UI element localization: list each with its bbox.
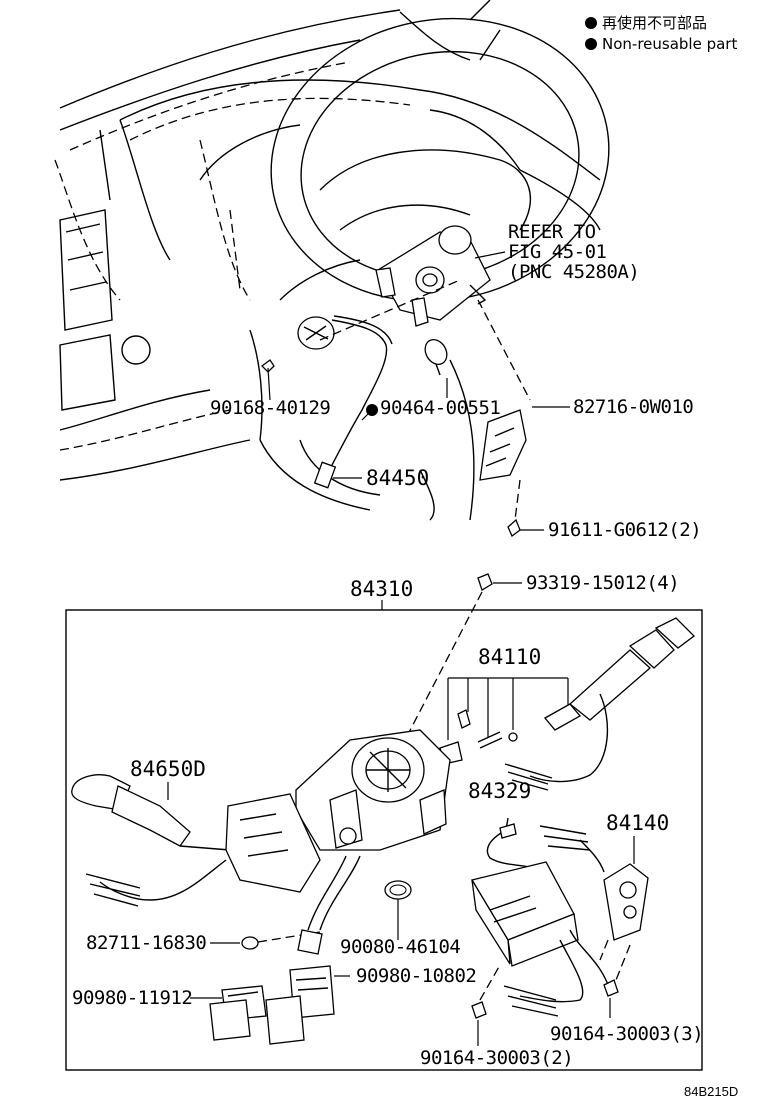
screw-90164-30003-2 (471, 1001, 487, 1046)
diagram-code: 84B215D (684, 1084, 738, 1099)
callout-90164-30003-3: 90164-30003(3) (550, 1023, 703, 1045)
connector-90980-10802 (265, 965, 350, 1045)
assembly-frame-84310 (65, 609, 703, 1071)
reference-note-line1: REFER TO (508, 221, 596, 243)
screw-90168-40129 (261, 359, 275, 373)
ignition-switch-assembly (375, 225, 491, 327)
callout-90080-46104: 90080-46104 (340, 936, 460, 958)
callout-84450: 84450 (366, 466, 429, 490)
connector-90980-11912 (190, 985, 267, 1041)
combination-switch-body (295, 729, 451, 851)
callout-90464-00551: 90464-00551 (380, 397, 500, 419)
light-control-switch-84140 (539, 825, 649, 941)
legend-label-japanese: 再使用不可部品 (602, 14, 707, 32)
clamp-90464-00551 (424, 339, 448, 376)
reference-note-line3: (PNC 45280A) (508, 261, 639, 283)
unlock-warning-switch-84450 (297, 315, 393, 489)
clamp-90080-46104 (384, 880, 412, 940)
callout-90168-40129: 90168-40129 (210, 397, 330, 419)
callout-82711-16830: 82711-16830 (86, 932, 206, 954)
non-reusable-dot-icon (366, 404, 378, 416)
reference-note-line2: FIG 45-01 (508, 241, 607, 263)
bracket-82716-0W010 (479, 409, 527, 481)
black-dot-icon (585, 38, 597, 50)
legend: 再使用不可部品 Non-reusable part (585, 14, 737, 53)
clip-82711-16830 (210, 936, 259, 950)
turn-signal-switch-84650D (71, 774, 321, 907)
callout-91611-G0612: 91611-G0612(2) (548, 519, 701, 541)
callout-90980-11912: 90980-11912 (72, 987, 192, 1009)
callout-93319-15012: 93319-15012(4) (526, 572, 679, 594)
callout-84140: 84140 (606, 811, 669, 835)
dashboard-illustration (54, 0, 601, 481)
screw-90164-30003-3 (603, 979, 619, 1018)
headlight-dimmer-switch-84110 (439, 617, 695, 791)
callout-84650D: 84650D (130, 757, 206, 781)
relay-module-84329 (470, 817, 611, 1017)
callout-84110: 84110 (478, 645, 541, 669)
bolt-91611-G0612 (507, 518, 521, 538)
callout-84310: 84310 (350, 577, 413, 601)
callout-90164-30003-2: 90164-30003(2) (420, 1047, 573, 1069)
callout-84329: 84329 (468, 779, 531, 803)
callout-82716-0W010: 82716-0W010 (573, 396, 693, 418)
legend-label-non-reusable: Non-reusable part (602, 35, 737, 53)
reference-note: REFER TO FIG 45-01 (PNC 45280A) (508, 221, 640, 283)
callout-90980-10802: 90980-10802 (356, 965, 476, 987)
black-dot-icon (585, 17, 597, 29)
screw-93319-15012 (477, 573, 522, 591)
